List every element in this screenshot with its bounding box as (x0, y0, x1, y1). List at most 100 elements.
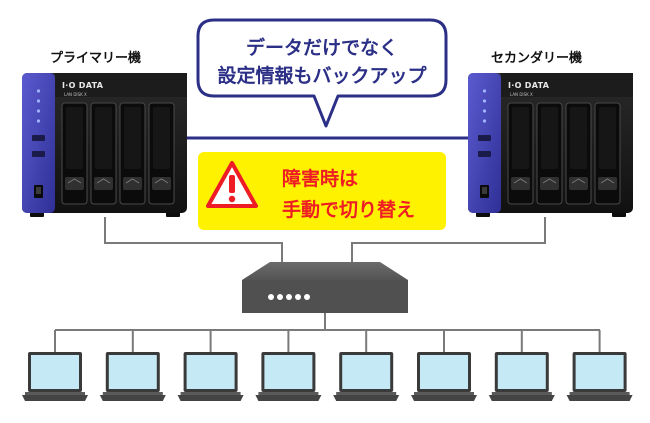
laptop-base (255, 395, 322, 401)
secondary-brand-logo: I·O DATA (508, 81, 550, 90)
drive-bay-handle (599, 107, 616, 169)
laptop-hinge (569, 392, 630, 395)
nas-front-panel (22, 73, 55, 213)
drive-bay-latch-mark (513, 178, 528, 184)
nas-led (36, 119, 41, 123)
laptop-icon (255, 352, 322, 401)
laptop-screen (186, 355, 235, 389)
laptop-screen (31, 355, 79, 389)
nas-button (478, 151, 491, 157)
laptop-screen (575, 355, 624, 389)
drive-bay-latch-mark (542, 178, 557, 184)
nas-led (36, 89, 41, 93)
laptop-icon (566, 352, 633, 401)
laptop-hinge (102, 392, 163, 395)
usb-port-inner (482, 187, 487, 194)
warning-icon (206, 161, 258, 208)
laptop-screen (342, 355, 391, 389)
nas-top-strip (55, 73, 187, 97)
secondary-label: セカンダリー機 (491, 51, 583, 66)
client-laptops (22, 352, 633, 401)
warning-box (198, 152, 446, 230)
laptop-icon (177, 352, 244, 401)
drive-bay-handle (124, 107, 141, 169)
nas-top-strip (501, 73, 633, 97)
drive-bay-latch-mark (67, 178, 82, 184)
switch-port (286, 294, 292, 300)
nas-led (482, 99, 487, 103)
laptop-base (22, 395, 88, 401)
drive-bay-latch (65, 177, 84, 190)
secondary-nas-device (468, 73, 633, 217)
laptop-hinge (258, 392, 319, 395)
callout-line-1: データだけでなく (245, 37, 398, 59)
warning-line-1: 障害時は (282, 168, 359, 190)
client-drop-lines (54, 330, 601, 352)
drive-bay-latch-mark (125, 178, 140, 184)
network-cabling (54, 217, 601, 352)
drive-bay-latch (540, 177, 559, 190)
laptop-base (411, 395, 477, 401)
laptop-screen (264, 355, 313, 389)
drive-bay-latch-mark (154, 178, 169, 184)
laptop-icon (411, 352, 477, 401)
switch-ports (268, 294, 310, 300)
nas-led (482, 119, 487, 123)
nas-led (482, 89, 487, 93)
laptop-icon (22, 352, 88, 401)
laptop-base (99, 395, 166, 401)
drive-bay-latch (123, 177, 142, 190)
laptop-icon (333, 352, 400, 401)
laptop-hinge (491, 392, 552, 395)
laptop-hinge (25, 392, 85, 395)
primary-label: プライマリー機 (50, 51, 142, 66)
laptop-base (177, 395, 244, 401)
laptop-icon (99, 352, 166, 401)
laptop-screen (497, 355, 546, 389)
laptop-base (566, 395, 633, 401)
nas-button (32, 135, 45, 141)
drive-bay-handle (66, 107, 83, 169)
laptop-screen (108, 355, 157, 389)
drive-bay-handle (570, 107, 587, 169)
switch-port (277, 294, 283, 300)
drive-bay-latch (598, 177, 617, 190)
drive-bay-handle (512, 107, 529, 169)
laptop-base (488, 395, 555, 401)
nas-front-panel (468, 73, 501, 213)
drive-bay-latch-mark (96, 178, 111, 184)
laptop-screen (420, 355, 468, 389)
drive-bay-latch-mark (600, 178, 615, 184)
laptop-base (333, 395, 400, 401)
primary-model: LAN DISK X (64, 92, 87, 97)
primary-brand-logo: I·O DATA (62, 81, 104, 90)
primary-nas-device (22, 73, 187, 217)
switch-port (304, 294, 310, 300)
callout-line-2: 設定情報もバックアップ (217, 65, 427, 87)
secondary-model: LAN DISK X (510, 92, 533, 97)
nas-button (478, 135, 491, 141)
nas-button (32, 151, 45, 157)
switch-port (268, 294, 274, 300)
drive-bay-latch (569, 177, 588, 190)
drive-bay-latch (94, 177, 113, 190)
laptop-hinge (414, 392, 474, 395)
drive-bay-handle (95, 107, 112, 169)
backup-callout (196, 18, 448, 128)
drive-bay-latch-mark (571, 178, 586, 184)
nas-led (36, 109, 41, 113)
warning-line-2: 手動で切り替え (282, 199, 416, 221)
drive-bay-handle (153, 107, 170, 169)
drive-bay-latch (511, 177, 530, 190)
drive-bay-handle (541, 107, 558, 169)
nas-led (36, 99, 41, 103)
drive-bay-latch (152, 177, 171, 190)
network-switch-icon (242, 262, 408, 313)
laptop-icon (488, 352, 555, 401)
switch-port (295, 294, 301, 300)
usb-port-inner (36, 187, 41, 194)
laptop-hinge (180, 392, 241, 395)
laptop-hinge (336, 392, 397, 395)
